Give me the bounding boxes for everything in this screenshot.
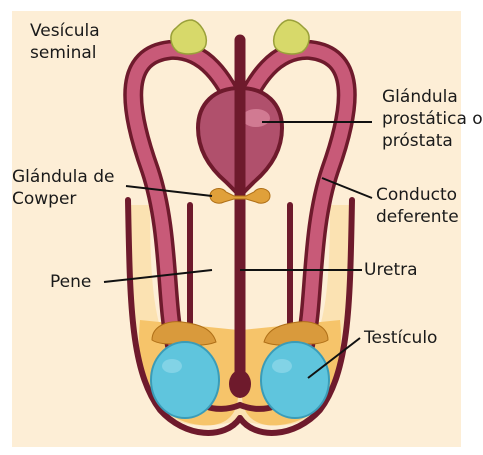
label-prostata-line3: próstata	[382, 130, 483, 152]
label-glandula-prostatica: Glándula prostática o próstata	[382, 86, 483, 152]
label-vesicula-line2: seminal	[30, 42, 100, 64]
label-conducto-line1: Conducto	[376, 184, 459, 206]
testicle-right	[261, 342, 329, 418]
label-glandula-cowper: Glándula de Cowper	[12, 166, 114, 210]
label-uretra: Uretra	[364, 259, 418, 281]
label-prostata-line2: prostática o	[382, 108, 483, 130]
urethra-bulb	[229, 370, 251, 398]
label-vesicula-line1: Vesícula	[30, 20, 100, 42]
label-testiculo: Testículo	[364, 327, 437, 349]
label-prostata-line1: Glándula	[382, 86, 483, 108]
label-cowper-line1: Glándula de	[12, 166, 114, 188]
label-pene: Pene	[50, 271, 91, 293]
seminal-vesicle-left	[171, 20, 206, 54]
label-conducto-deferente: Conducto deferente	[376, 184, 459, 228]
pointer-cowper	[126, 186, 212, 196]
prostate-highlight	[242, 109, 270, 127]
label-cowper-line2: Cowper	[12, 188, 114, 210]
label-conducto-line2: deferente	[376, 206, 459, 228]
seminal-vesicle-right	[274, 20, 309, 54]
label-vesicula-seminal: Vesícula seminal	[30, 20, 100, 64]
testicle-left	[151, 342, 219, 418]
